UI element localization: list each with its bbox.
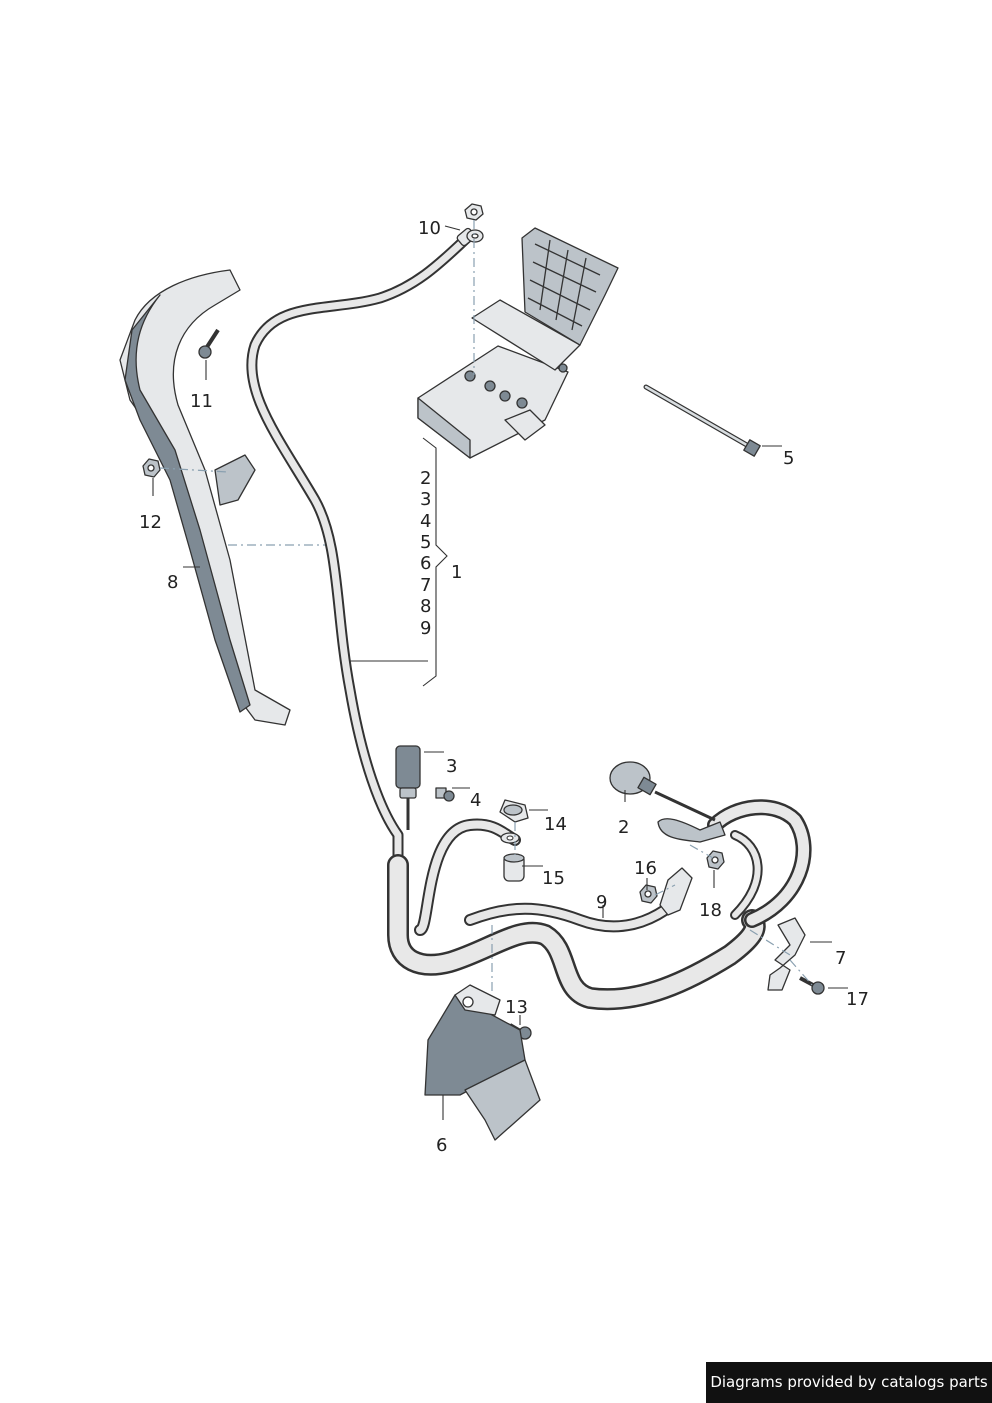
bracket-6 bbox=[424, 984, 541, 1141]
callout-16: 16 bbox=[634, 858, 657, 879]
nut-16 bbox=[639, 884, 658, 904]
assembly-axes bbox=[159, 220, 813, 995]
callout-7: 7 bbox=[835, 948, 846, 969]
brace-list-3: 3 bbox=[420, 489, 431, 510]
grommet-15 bbox=[503, 853, 525, 882]
brace-list-5: 5 bbox=[420, 532, 431, 553]
bracket-16 bbox=[659, 867, 693, 916]
washer-ring bbox=[500, 832, 520, 844]
callout-10: 10 bbox=[418, 218, 441, 239]
brace-list-6: 6 bbox=[420, 553, 431, 574]
callout-12: 12 bbox=[139, 512, 162, 533]
callout-15: 15 bbox=[542, 868, 565, 889]
bolt-4 bbox=[435, 787, 455, 802]
callout-1: 1 bbox=[451, 562, 462, 583]
callout-17: 17 bbox=[846, 989, 869, 1010]
harness-lower bbox=[387, 799, 812, 1011]
bolt-11 bbox=[198, 328, 220, 359]
callout-6: 6 bbox=[436, 1135, 447, 1156]
nut-18 bbox=[706, 850, 725, 870]
cable-tie bbox=[643, 384, 761, 457]
sensor-connector-2 bbox=[609, 761, 716, 822]
brace-list-7: 7 bbox=[420, 575, 431, 596]
nut-12 bbox=[142, 458, 161, 478]
connector-3 bbox=[395, 745, 421, 830]
brace-list-2: 2 bbox=[420, 468, 431, 489]
bolt-17 bbox=[799, 976, 825, 995]
callout-13: 13 bbox=[505, 997, 528, 1018]
callout-11: 11 bbox=[190, 391, 213, 412]
left-bracket bbox=[119, 269, 291, 726]
callout-5-tie: 5 bbox=[783, 448, 794, 469]
brace-list-9: 9 bbox=[420, 618, 431, 639]
callout-4: 4 bbox=[470, 790, 481, 811]
callout-18: 18 bbox=[699, 900, 722, 921]
battery-cable-main bbox=[246, 231, 474, 871]
callout-labels: 10 11 12 8 5 2 3 4 5 6 7 8 9 1 3 4 14 15… bbox=[139, 218, 869, 1156]
brace-list-4: 4 bbox=[420, 511, 431, 532]
leader-lines bbox=[152, 225, 848, 1120]
holder-7 bbox=[767, 917, 806, 991]
group-brace-1 bbox=[350, 437, 448, 687]
callout-8: 8 bbox=[167, 572, 178, 593]
brace-list-8: 8 bbox=[420, 596, 431, 617]
ground-strap bbox=[657, 818, 726, 843]
fuse-box-carrier bbox=[417, 227, 619, 459]
callout-14: 14 bbox=[544, 814, 567, 835]
callout-9: 9 bbox=[596, 892, 607, 913]
callout-2: 2 bbox=[618, 817, 629, 838]
ring-terminal-top bbox=[456, 227, 484, 247]
clip-14 bbox=[499, 799, 529, 823]
callout-3: 3 bbox=[446, 756, 457, 777]
nut-10 bbox=[464, 203, 484, 221]
credit-banner: Diagrams provided by catalogs parts bbox=[706, 1362, 992, 1403]
